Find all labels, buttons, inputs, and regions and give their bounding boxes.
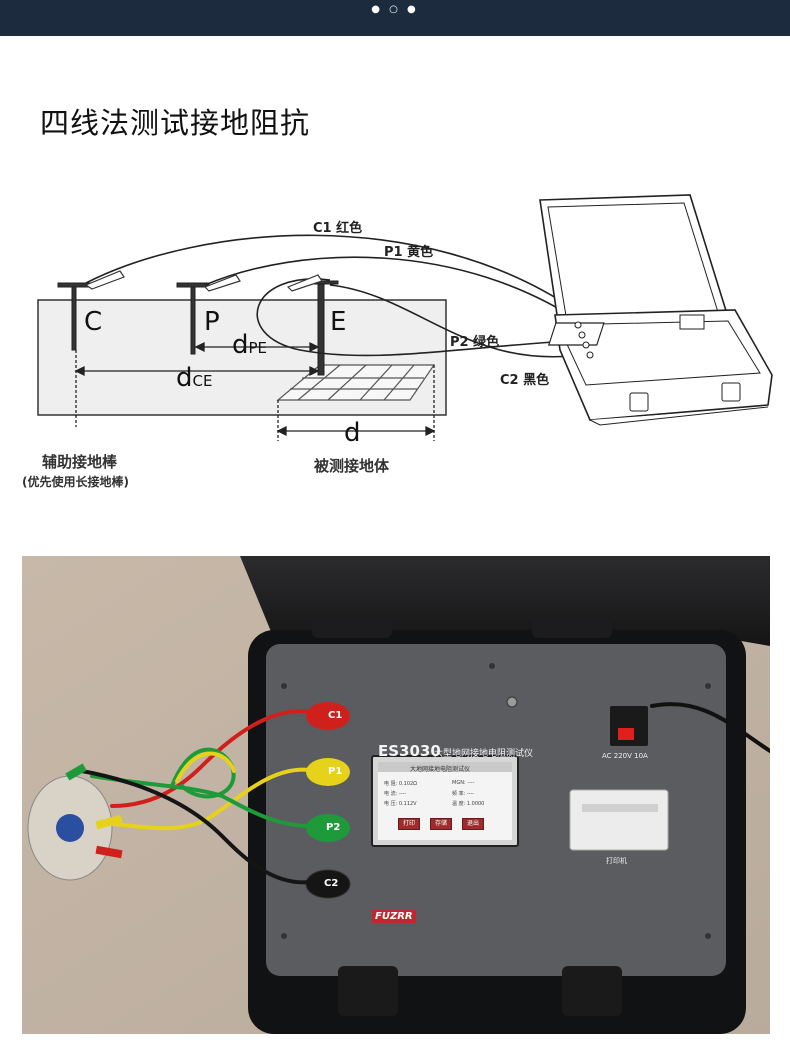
cable-label-p1: P1 黄色 bbox=[384, 245, 434, 260]
cable-label-c2: C2 黑色 bbox=[500, 373, 550, 388]
rod-p-handle bbox=[176, 282, 210, 288]
screen-row-2: 电 流: ---- bbox=[384, 791, 407, 797]
cable-p2 bbox=[256, 278, 591, 357]
device-name: 大型地网接地电阻测试仪 bbox=[434, 749, 534, 759]
brand-logo: FUZRR bbox=[372, 910, 416, 923]
screen-row-4: MGN: ---- bbox=[452, 780, 475, 786]
diagram-drawing bbox=[37, 194, 773, 441]
grounding-grid bbox=[276, 364, 436, 401]
screen-print-button[interactable]: 打印 bbox=[398, 818, 421, 830]
cable-label-p2: P2 绿色 bbox=[450, 335, 500, 350]
screen-row-5: 频 率: ---- bbox=[452, 791, 475, 797]
terminal-p1: P1 bbox=[328, 766, 343, 777]
rod-c bbox=[71, 285, 77, 351]
clip-p bbox=[203, 274, 241, 292]
screen-exit-button[interactable]: 退出 bbox=[462, 818, 485, 830]
grounding-body-label: 被测接地体 bbox=[314, 457, 390, 475]
screen-row-1: 电 阻: 0.102Ω bbox=[384, 781, 417, 787]
cable-c1 bbox=[85, 234, 576, 311]
cable-c2 bbox=[329, 284, 596, 358]
dimension-label-d: d bbox=[344, 418, 361, 448]
dimension-label-dpe-sub: PE bbox=[248, 339, 268, 357]
cable-label-c1: C1 红色 bbox=[313, 221, 363, 236]
cable-p1 bbox=[204, 256, 586, 326]
page-title: 四线法测试接地阻抗 bbox=[40, 106, 311, 140]
rod-label-c: C bbox=[84, 307, 103, 337]
power-rating-label: AC 220V 10A bbox=[602, 752, 648, 760]
rod-label-e: E bbox=[330, 307, 347, 337]
screen-save-button[interactable]: 存储 bbox=[430, 818, 453, 830]
four-wire-diagram: C1 红色 P1 黄色 P2 绿色 C2 黑色 C P E dPE dCE d … bbox=[0, 175, 790, 505]
instrument-case-drawing bbox=[539, 194, 773, 426]
rod-e bbox=[317, 282, 325, 376]
terminal-c2: C2 bbox=[324, 878, 339, 889]
top-banner: ● ○ ● bbox=[0, 0, 790, 36]
device-model: ES3030 bbox=[378, 742, 441, 760]
dimension-label-dpe: dPE bbox=[232, 330, 267, 360]
dimension-label-dce-main: d bbox=[176, 363, 193, 393]
screen-row-6: 温 度: 1.0000 bbox=[452, 801, 485, 807]
printer-label: 打印机 bbox=[606, 857, 627, 865]
clip-e bbox=[286, 274, 323, 292]
cables bbox=[85, 234, 596, 358]
clip-c bbox=[84, 270, 125, 290]
terminal-c1: C1 bbox=[328, 710, 343, 721]
dimension-label-dce: dCE bbox=[176, 363, 212, 393]
rods bbox=[57, 280, 339, 376]
dimension-lines bbox=[74, 341, 436, 441]
aux-rod-label: 辅助接地棒 bbox=[42, 453, 118, 471]
rod-p bbox=[190, 285, 196, 355]
aux-rod-note: (优先使用长接地棒) bbox=[22, 475, 129, 489]
rod-label-p: P bbox=[204, 307, 220, 337]
clips bbox=[84, 270, 323, 292]
product-photo: ES3030 大型地网接地电阻测试仪 大地网接地电阻测试仪 电 阻: 0.102… bbox=[22, 556, 770, 1034]
screen-title: 大地网接地电阻测试仪 bbox=[410, 766, 471, 773]
screen-row-3: 电 压: 0.112V bbox=[384, 801, 417, 807]
carousel-pager[interactable]: ● ○ ● bbox=[371, 4, 419, 15]
dimension-label-dpe-main: d bbox=[232, 330, 249, 360]
dimension-label-dce-sub: CE bbox=[192, 372, 213, 390]
terminal-p2: P2 bbox=[326, 822, 341, 833]
